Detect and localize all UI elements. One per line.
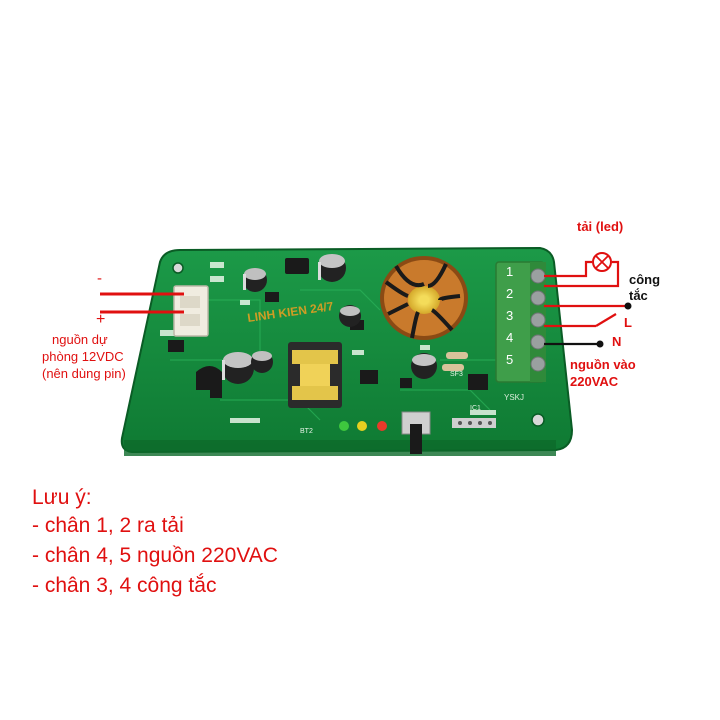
transformer [288,342,342,408]
minus-label: - [97,270,102,287]
mains-input-label: nguồn vào 220VAC [570,356,636,390]
plus-label: + [96,311,106,328]
notes-title: Lưu ý: [32,486,92,509]
switch-wiring [544,304,628,328]
backup-power-line: phòng 12VDC [42,349,124,364]
terminal-number: 5 [506,352,513,367]
terminal-number: 1 [506,264,513,279]
ic-label: IC1 [470,405,481,412]
note-line: - chân 1, 2 ra tải [32,514,184,537]
note-line: - chân 3, 4 công tắc [32,574,217,597]
backup-power-line: (nên dùng pin) [42,366,126,381]
brand-text: YSKJ [504,393,524,402]
backup-power-label: nguồn dự phòng 12VDC (nên dùng pin) [42,331,126,382]
terminal-block [495,261,546,383]
switch-label-line: tắc [629,288,648,303]
coil-label: SF3 [450,371,463,378]
push-button [401,411,431,454]
lamp-icon [592,252,612,272]
neutral-N-label: N [612,334,622,349]
terminal-number: 2 [506,286,513,301]
resistors [442,352,468,371]
capacitors [222,254,437,384]
load-wiring [544,260,620,288]
terminal-numbers: 1 2 3 4 5 [506,264,513,367]
mains-input-line: nguồn vào [570,357,636,372]
neutral-wiring [544,340,604,348]
status-leds [339,421,387,431]
load-label: tải (led) [577,219,624,234]
note-line: - chân 4, 5 nguồn 220VAC [32,544,278,567]
switch-label-line: công [629,272,661,287]
toroid-coil [380,256,468,340]
terminal-number: 4 [506,330,513,345]
backup-power-line: nguồn dự [52,332,108,347]
mains-input-line: 220VAC [570,374,619,389]
backup-power-wires [100,292,184,314]
transformer-label: BT2 [300,428,313,435]
switch-label: công tắc [629,272,660,304]
terminal-number: 3 [506,308,513,323]
pin-header [452,418,496,428]
line-L-label: L [624,315,632,330]
backup-power-connector [173,285,209,337]
switch-icon [624,302,632,310]
